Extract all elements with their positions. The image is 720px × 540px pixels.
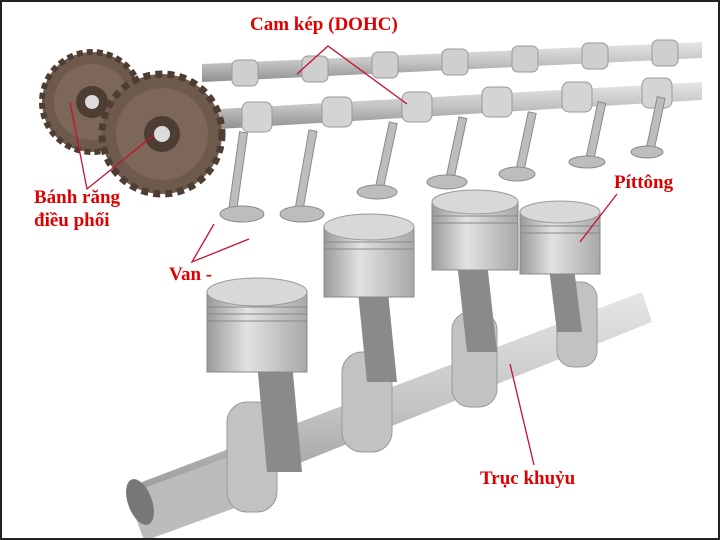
camshaft-lower <box>202 77 702 133</box>
leader-valve <box>190 223 250 264</box>
timing-gear-front <box>98 70 226 198</box>
piston-1 <box>206 277 308 373</box>
label-timing-gear-line1: Bánh răng <box>34 187 121 208</box>
leader-crankshaft <box>509 363 535 466</box>
camshaft-upper <box>202 39 702 87</box>
label-crankshaft: Trục khuỷu <box>480 468 576 489</box>
piston-3 <box>431 189 519 271</box>
leader-timing-gear <box>69 101 155 191</box>
leader-camshaft <box>296 45 408 105</box>
piston-2 <box>323 213 415 298</box>
label-timing-gear-line2: điều phối <box>34 210 110 231</box>
leader-lines <box>69 45 618 466</box>
connecting-rods <box>257 252 582 472</box>
label-valve: Van - <box>169 264 213 285</box>
piston-4 <box>519 200 601 275</box>
label-camshaft: Cam kép (DOHC) <box>250 14 398 35</box>
leader-piston <box>579 193 618 243</box>
label-piston: Píttông <box>614 172 674 193</box>
valves <box>219 96 666 223</box>
